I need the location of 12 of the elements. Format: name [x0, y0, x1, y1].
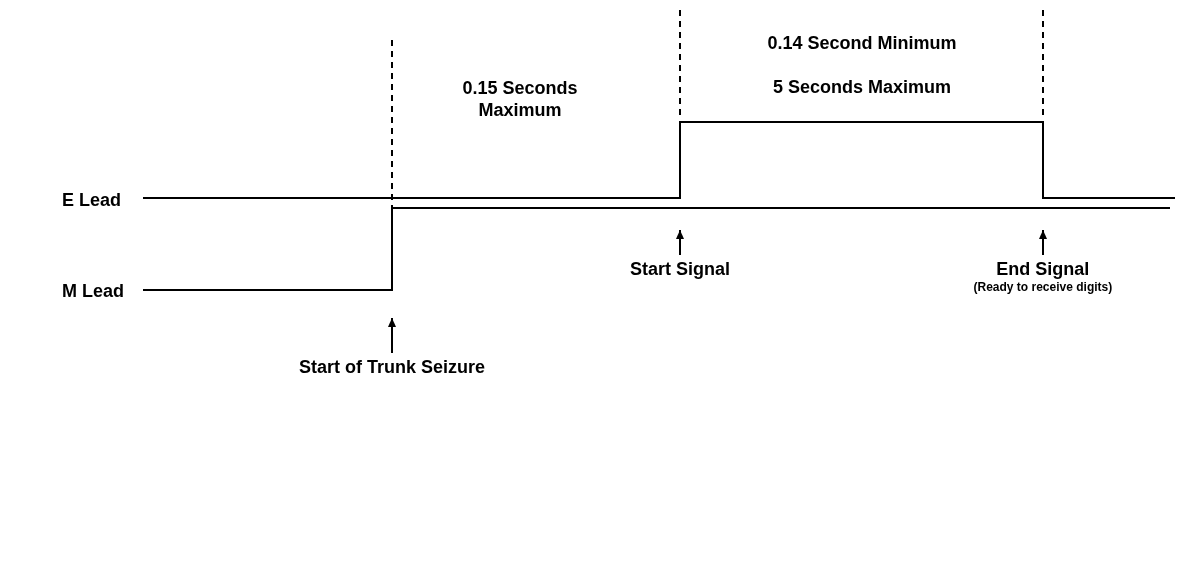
event-label: End Signal	[995, 258, 1091, 280]
duration-label: 0.14 Second Minimum	[766, 32, 958, 54]
signal-name: E Lead	[62, 189, 122, 211]
arrow	[676, 229, 684, 256]
duration-label: 0.15 Seconds Maximum	[461, 77, 579, 121]
arrow	[388, 317, 396, 354]
event-note: (Ready to receive digits)	[973, 280, 1113, 295]
duration-label: 5 Seconds Maximum	[771, 76, 953, 98]
event-label: Start Signal	[630, 258, 731, 280]
event-label: Start of Trunk Seizure	[299, 356, 486, 378]
arrow	[1039, 229, 1047, 256]
signal-name: M Lead	[62, 280, 124, 302]
